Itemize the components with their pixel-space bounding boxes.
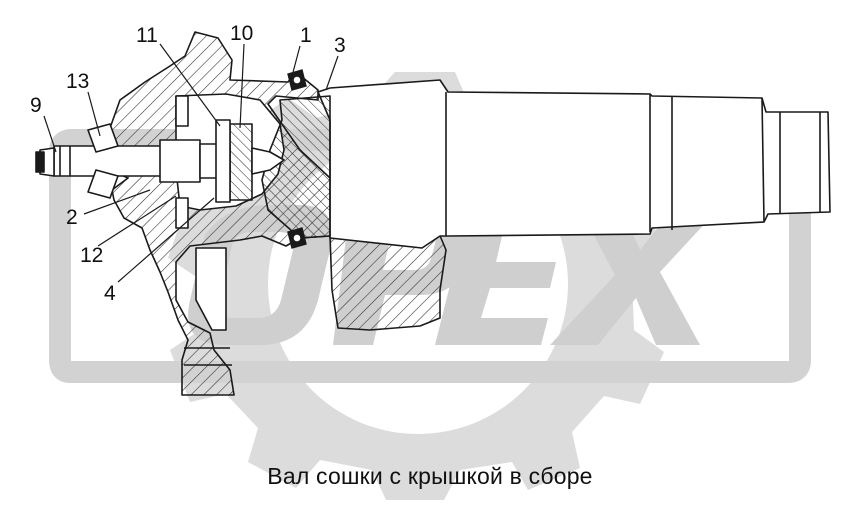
callout-12: 12 (80, 244, 103, 267)
callout-3: 3 (334, 34, 346, 57)
callout-10: 10 (230, 22, 253, 45)
callout-4: 4 (104, 282, 116, 305)
figure-caption: Вал сошки с крышкой в сборе (267, 463, 593, 489)
callout-labels: 1 3 10 11 13 9 2 12 4 (30, 22, 346, 305)
callout-2: 2 (66, 206, 78, 229)
callout-9: 9 (30, 94, 42, 117)
callout-1: 1 (300, 24, 312, 47)
callout-11: 11 (136, 24, 158, 47)
leader-lines (43, 43, 339, 283)
adjusting-screw (35, 95, 285, 229)
shaft-body (261, 79, 831, 249)
callout-13: 13 (66, 70, 89, 93)
